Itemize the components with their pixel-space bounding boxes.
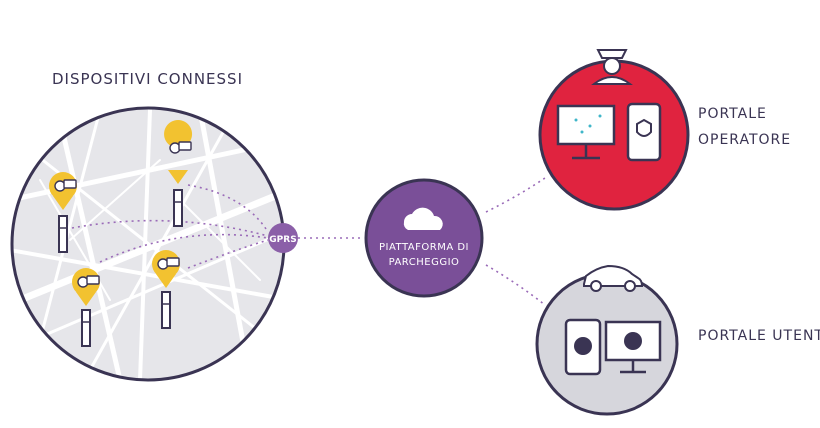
parking-meter-pin-icon (49, 172, 77, 253)
city-map (10, 106, 286, 382)
cloud-icon (403, 207, 443, 230)
platform-label-line1: PIATTAFORMA DI (379, 242, 469, 253)
operator-portal-label-line1: PORTALE (698, 106, 767, 122)
operator-portal-label-line2: OPERATORE (698, 132, 792, 148)
smartphone-icon (564, 318, 602, 376)
connection-lines (71, 177, 546, 306)
user-portal-label: PORTALE UTENTE (698, 328, 820, 344)
monitor-icon (556, 104, 616, 160)
operator-portal-node (538, 49, 690, 211)
devices-title: DISPOSITIVI CONNESSI (52, 70, 243, 88)
user-portal-node (535, 264, 679, 416)
platform-label-line2: PARCHEGGIO (389, 257, 460, 268)
car-icon (583, 264, 644, 292)
parking-meter-pin-icon (152, 250, 180, 329)
parking-platform-node: PIATTAFORMA DI PARCHEGGIO (364, 178, 484, 298)
monitor-icon (604, 320, 662, 374)
parking-meter-pin-icon (72, 268, 100, 347)
smartphone-icon (626, 102, 662, 162)
police-officer-icon (591, 49, 633, 85)
gprs-node: GPRS (268, 223, 298, 253)
parking-meter-pin-icon (164, 120, 193, 227)
gprs-label: GPRS (269, 235, 296, 245)
